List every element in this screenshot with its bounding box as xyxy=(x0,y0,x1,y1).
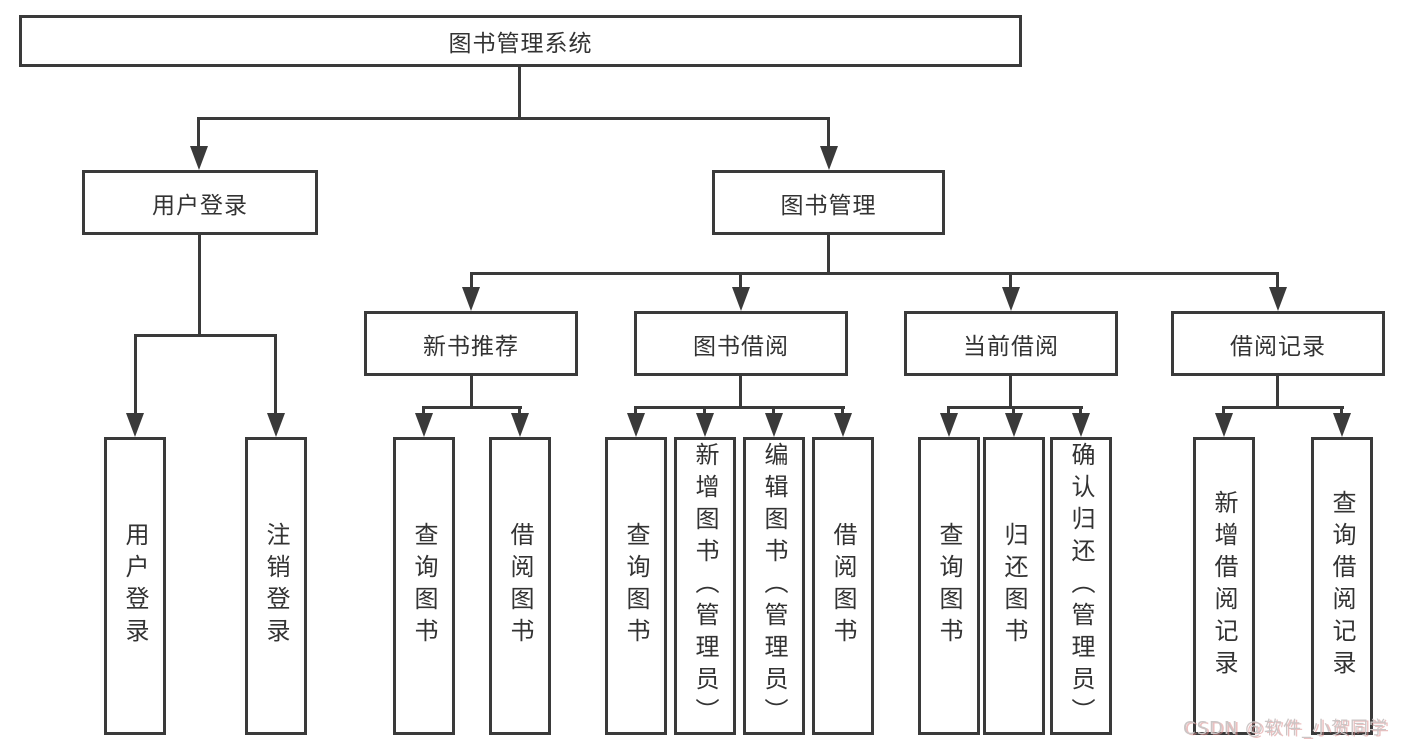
line-segment xyxy=(947,406,950,416)
arrow-down-icon xyxy=(1269,287,1287,311)
arrow-down-icon xyxy=(462,287,480,311)
node-label: 用户登录 xyxy=(152,192,248,219)
leaf-query-books-borrowing: 查询图书 xyxy=(605,437,667,735)
line-segment xyxy=(827,117,830,149)
leaf-borrow-books-recommend: 借阅图书 xyxy=(489,437,551,735)
arrow-down-icon xyxy=(415,413,433,437)
line-segment xyxy=(841,406,844,416)
line-segment xyxy=(197,117,200,149)
csdn-watermark: CSDN @软件_小贺同学 xyxy=(1183,718,1389,739)
arrow-down-icon xyxy=(765,413,783,437)
leaf-edit-books-admin: 编辑图书（管理员） xyxy=(743,437,805,735)
leaf-add-borrow-record: 新增借阅记录 xyxy=(1193,437,1255,735)
line-segment xyxy=(772,406,775,416)
line-segment xyxy=(422,406,425,416)
arrow-down-icon xyxy=(696,413,714,437)
leaf-label: 查询图书 xyxy=(622,522,650,650)
leaf-label: 编辑图书（管理员） xyxy=(760,442,788,730)
line-segment xyxy=(134,334,277,337)
line-segment xyxy=(1009,376,1012,408)
line-segment xyxy=(948,406,1083,409)
leaf-label: 查询图书 xyxy=(410,522,438,650)
leaf-query-books-current: 查询图书 xyxy=(918,437,980,735)
leaf-label: 借阅图书 xyxy=(829,522,857,650)
leaf-label: 归还图书 xyxy=(1000,522,1028,650)
line-segment xyxy=(1009,272,1012,289)
line-segment xyxy=(274,334,277,416)
arrow-down-icon xyxy=(834,413,852,437)
leaf-borrow-books: 借阅图书 xyxy=(812,437,874,735)
node-label: 图书管理 xyxy=(780,192,877,219)
line-segment xyxy=(635,406,845,409)
leaf-add-books-admin: 新增图书（管理员） xyxy=(674,437,736,735)
line-segment xyxy=(134,334,137,416)
arrow-down-icon xyxy=(267,413,285,437)
line-segment xyxy=(739,376,742,408)
node-book-management: 图书管理 xyxy=(712,170,945,235)
arrow-down-icon xyxy=(940,413,958,437)
arrow-down-icon xyxy=(1333,413,1351,437)
node-label: 借阅记录 xyxy=(1230,333,1326,360)
line-segment xyxy=(1223,406,1344,409)
line-segment xyxy=(1276,376,1279,408)
node-library-management-system: 图书管理系统 xyxy=(19,15,1022,67)
node-label: 新书推荐 xyxy=(423,333,519,360)
node-label: 图书管理系统 xyxy=(448,31,593,57)
leaf-confirm-return-admin: 确认归还（管理员） xyxy=(1050,437,1112,735)
line-segment xyxy=(827,235,830,275)
line-segment xyxy=(1276,272,1279,289)
leaf-label: 新增图书（管理员） xyxy=(691,442,719,730)
line-segment xyxy=(470,376,473,408)
line-segment xyxy=(1222,406,1225,416)
line-segment xyxy=(1012,406,1015,416)
leaf-query-books-recommend: 查询图书 xyxy=(393,437,455,735)
line-segment xyxy=(470,272,473,289)
line-segment xyxy=(198,235,201,335)
leaf-logout: 注销登录 xyxy=(245,437,307,735)
leaf-return-books: 归还图书 xyxy=(983,437,1045,735)
arrow-down-icon xyxy=(732,287,750,311)
leaf-label: 用户登录 xyxy=(121,522,149,650)
node-borrowing-records: 借阅记录 xyxy=(1171,311,1385,376)
node-book-borrowing: 图书借阅 xyxy=(634,311,848,376)
arrow-down-icon xyxy=(627,413,645,437)
line-segment xyxy=(518,406,521,416)
line-segment xyxy=(634,406,637,416)
arrow-down-icon xyxy=(126,413,144,437)
node-label: 当前借阅 xyxy=(963,333,1059,360)
line-segment xyxy=(518,67,521,118)
arrow-down-icon xyxy=(190,146,208,170)
line-segment xyxy=(198,117,830,120)
line-segment xyxy=(423,406,522,409)
node-new-book-recommend: 新书推荐 xyxy=(364,311,578,376)
arrow-down-icon xyxy=(1215,413,1233,437)
line-segment xyxy=(739,272,742,289)
node-current-borrowing: 当前借阅 xyxy=(904,311,1118,376)
leaf-label: 确认归还（管理员） xyxy=(1067,442,1095,730)
leaf-label: 查询借阅记录 xyxy=(1328,490,1356,682)
arrow-down-icon xyxy=(1002,287,1020,311)
arrow-down-icon xyxy=(1005,413,1023,437)
line-segment xyxy=(470,272,1279,275)
leaf-user-login: 用户登录 xyxy=(104,437,166,735)
leaf-label: 新增借阅记录 xyxy=(1210,490,1238,682)
leaf-label: 借阅图书 xyxy=(506,522,534,650)
leaf-label: 注销登录 xyxy=(262,522,290,650)
line-segment xyxy=(1079,406,1082,416)
arrow-down-icon xyxy=(1072,413,1090,437)
line-segment xyxy=(1340,406,1343,416)
leaf-query-borrow-record: 查询借阅记录 xyxy=(1311,437,1373,735)
node-label: 图书借阅 xyxy=(693,333,789,360)
line-segment xyxy=(703,406,706,416)
arrow-down-icon xyxy=(820,146,838,170)
arrow-down-icon xyxy=(511,413,529,437)
leaf-label: 查询图书 xyxy=(935,522,963,650)
node-user-login: 用户登录 xyxy=(82,170,318,235)
